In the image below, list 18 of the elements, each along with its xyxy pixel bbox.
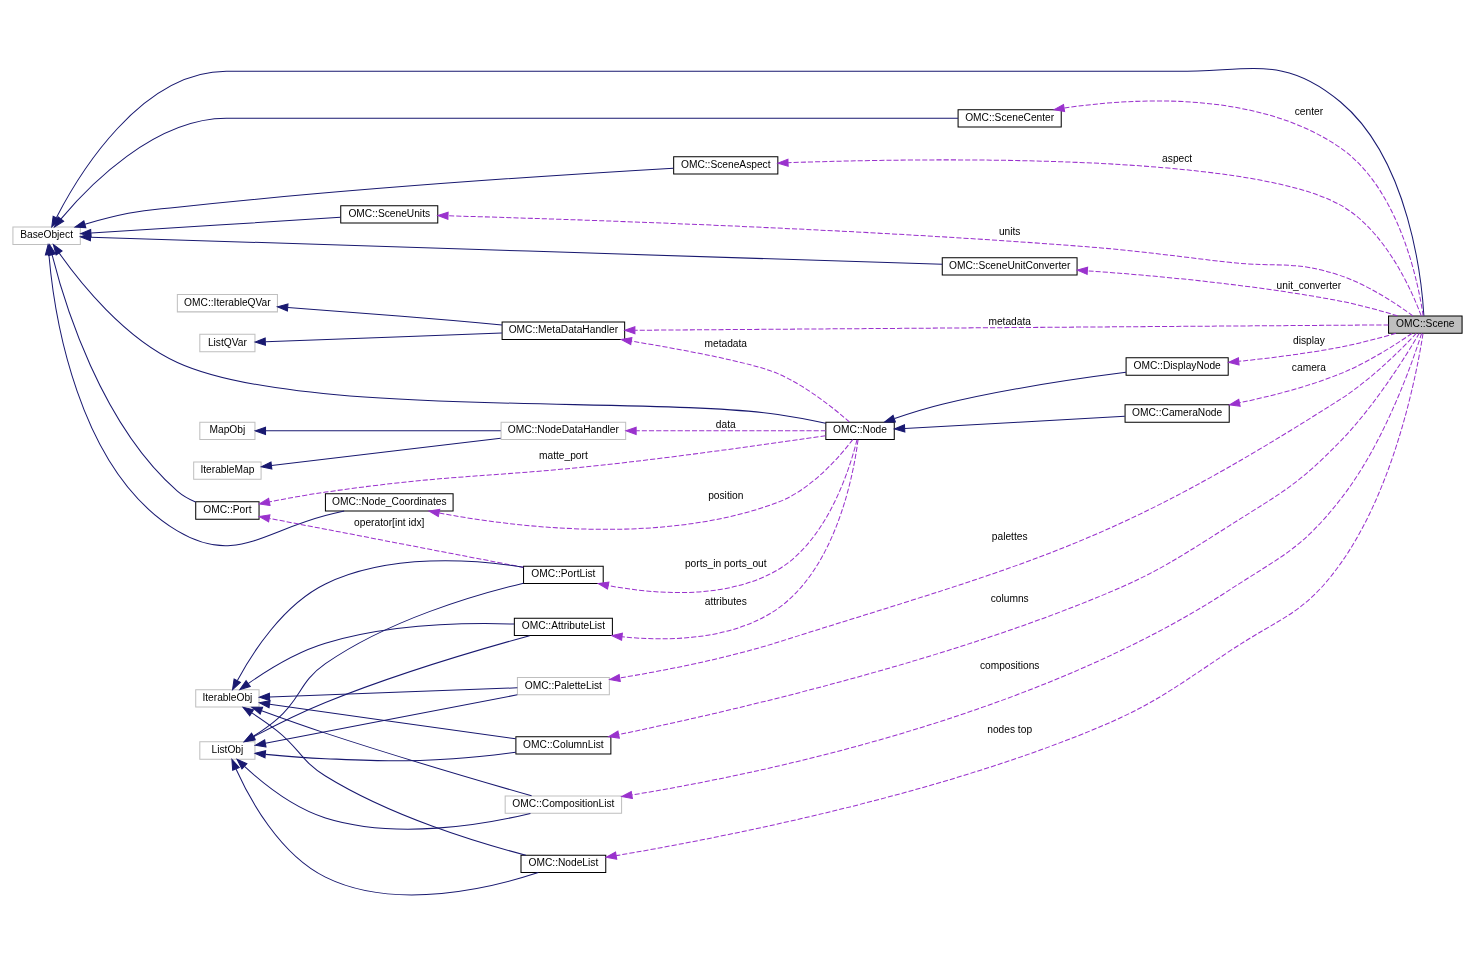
edge-label: operator[int idx]	[354, 516, 425, 528]
edge-label: metadata	[704, 337, 748, 349]
edge-label: columns	[990, 592, 1029, 604]
edge-label: data	[715, 418, 736, 430]
edge-label: units	[998, 225, 1021, 237]
edge-label: attributes	[704, 595, 747, 607]
edge-label: center	[1294, 105, 1324, 117]
edge-label: metadata	[988, 315, 1031, 327]
edge-label: nodes top	[987, 723, 1033, 735]
edge-label: position	[708, 489, 744, 501]
edge-label: ports_in ports_out	[684, 557, 767, 569]
edge-label: unit_converter	[1276, 279, 1342, 291]
edge-label: display	[1293, 334, 1325, 346]
edge-label: compositions	[979, 659, 1040, 671]
edge-label: camera	[1291, 361, 1326, 373]
edge-label: aspect	[1162, 152, 1193, 164]
edge-label: matte_port	[538, 449, 588, 461]
edge-label: palettes	[991, 530, 1028, 542]
